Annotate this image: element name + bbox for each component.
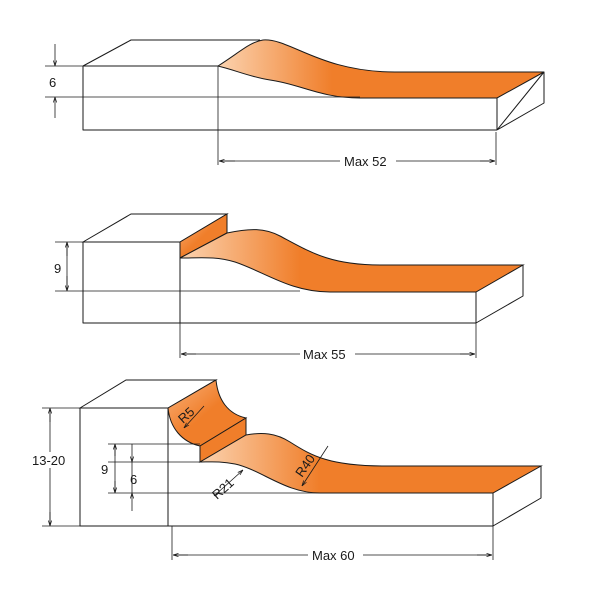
profile-1-thickness-label: 6 <box>49 75 56 90</box>
profile-3-r5-leader <box>184 405 205 428</box>
profile-2-cut-surface <box>179 229 525 293</box>
profile-1-max-label: Max 52 <box>344 154 387 169</box>
profile-2-thickness-label: 9 <box>54 261 61 276</box>
profile-3-r40-leader <box>302 445 329 486</box>
profile-2: 9 Max 55 <box>54 213 525 362</box>
profile-1-board-end <box>496 71 545 131</box>
profile-3: 13-20 9 6 R5 R21 R40 Max 60 <box>30 379 543 563</box>
profile-2-max-label: Max 55 <box>303 347 346 362</box>
profile-1: 6 Max 52 <box>45 39 545 169</box>
profile-3-max-label: Max 60 <box>312 548 355 563</box>
profile-1-board-front <box>82 66 497 131</box>
profile-3-cut-surface <box>198 433 543 494</box>
profile-3-r21-leader <box>213 470 243 497</box>
profile-2-block-front <box>82 242 476 324</box>
profile-1-cut-surface <box>216 39 545 99</box>
profile-3-depth-label-inner: 6 <box>130 472 137 487</box>
profile-3-height-label: 13-20 <box>32 453 65 468</box>
profile-3-depth-label-outer: 9 <box>101 462 108 477</box>
profile-1-board-top <box>82 39 260 67</box>
